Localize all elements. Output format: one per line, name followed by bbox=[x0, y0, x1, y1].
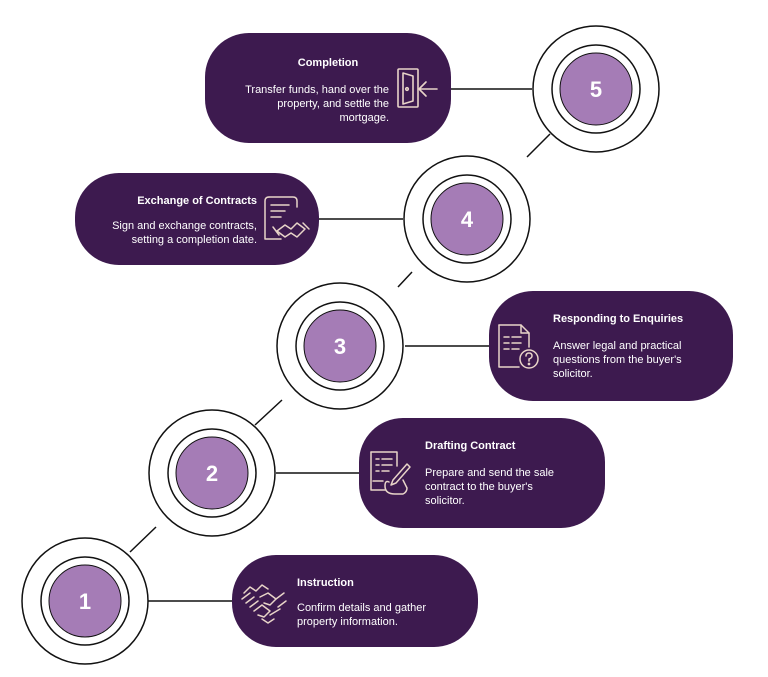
step-3-title: Responding to Enquiries bbox=[553, 313, 684, 325]
step-5-card: Completion Transfer funds, hand over the… bbox=[205, 33, 451, 143]
stage-3-circle bbox=[303, 309, 377, 383]
stage-2-ring: 2 bbox=[148, 409, 276, 537]
step-2-card: Drafting Contract Prepare and send the s… bbox=[359, 418, 605, 528]
step-5-description: Transfer funds, hand over the property, … bbox=[245, 84, 389, 124]
step-2-description: Prepare and send the sale contract to th… bbox=[425, 467, 555, 507]
stage-1-ring: 1 bbox=[21, 537, 149, 665]
stage-1-number: 1 bbox=[79, 589, 91, 614]
contract-handshake-icon bbox=[264, 196, 310, 240]
connector-lines bbox=[129, 133, 551, 553]
stage-5-circle bbox=[559, 52, 633, 126]
connector-1-2 bbox=[129, 526, 157, 553]
card-links bbox=[148, 88, 532, 602]
connector-4-5 bbox=[526, 133, 551, 158]
stage-5-number: 5 bbox=[590, 77, 602, 102]
stage-4-circle bbox=[430, 182, 504, 256]
door-enter-icon bbox=[397, 68, 438, 108]
stage-3-ring: 3 bbox=[276, 282, 404, 410]
stage-2-number: 2 bbox=[206, 461, 218, 486]
stage-3-number: 3 bbox=[334, 334, 346, 359]
step-4-title: Exchange of Contracts bbox=[137, 195, 257, 207]
question-document-icon bbox=[498, 324, 539, 369]
step-3-card: Responding to Enquiries Answer legal and… bbox=[489, 291, 733, 401]
stage-2-circle bbox=[175, 436, 249, 510]
stage-4-number: 4 bbox=[461, 207, 474, 232]
step-1-card: Instruction Confirm details and gather p… bbox=[232, 555, 478, 647]
step-2-title: Drafting Contract bbox=[425, 440, 516, 452]
connector-2-3 bbox=[254, 399, 283, 426]
stage-4-ring: 4 bbox=[403, 155, 531, 283]
stage-1-circle bbox=[48, 564, 122, 638]
step-1-description: Confirm details and gather property info… bbox=[297, 602, 427, 628]
step-4-card: Exchange of Contracts Sign and exchange … bbox=[75, 173, 319, 265]
stage-5-ring: 5 bbox=[532, 25, 660, 153]
step-4-description: Sign and exchange contracts, setting a c… bbox=[112, 220, 257, 246]
step-5-title: Completion bbox=[297, 57, 359, 69]
step-1-title: Instruction bbox=[297, 577, 354, 589]
signing-document-icon bbox=[370, 451, 411, 495]
handshake-icon bbox=[241, 584, 287, 624]
connector-3-4 bbox=[397, 271, 413, 288]
step-3-description: Answer legal and practical questions fro… bbox=[553, 340, 682, 380]
